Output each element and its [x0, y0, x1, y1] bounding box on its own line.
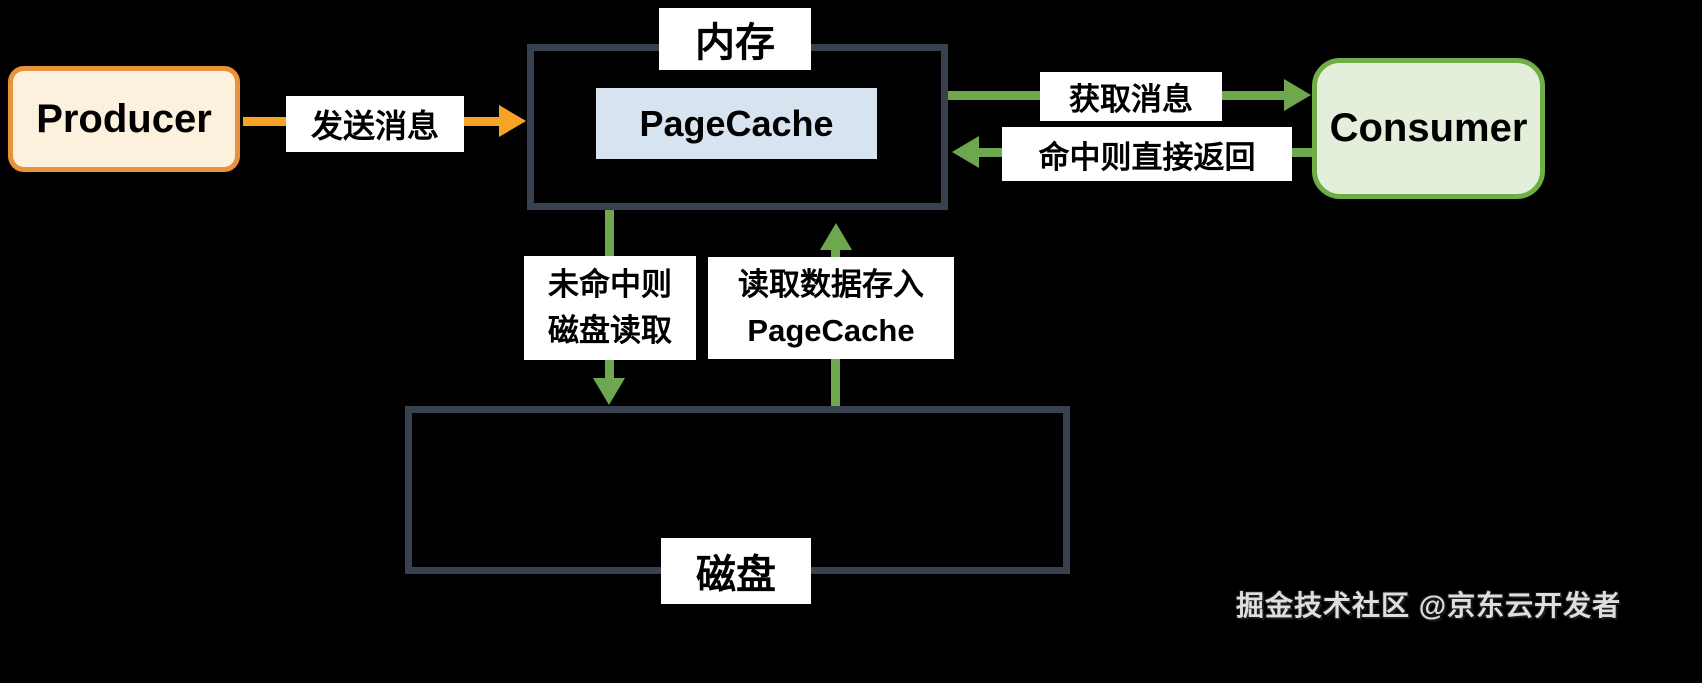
- send-message-label: 发送消息: [286, 96, 464, 152]
- fetch-message-label: 获取消息: [1040, 72, 1222, 121]
- producer-label: Producer: [36, 96, 212, 141]
- watermark-text: 掘金技术社区 @京东云开发者: [1236, 590, 1622, 621]
- hit-return-arrowhead-icon: [952, 136, 979, 168]
- consumer-node: Consumer: [1312, 58, 1545, 199]
- fetch-arrowhead-icon: [1284, 79, 1311, 111]
- miss-read-label: 未命中则 磁盘读取: [524, 256, 696, 360]
- producer-node: Producer: [8, 66, 240, 172]
- miss-read-label-line2: 磁盘读取: [548, 313, 672, 348]
- disk-title-label: 磁盘: [661, 538, 811, 604]
- miss-read-arrowhead-icon: [593, 378, 625, 405]
- pagecache-node: PageCache: [596, 88, 877, 159]
- memory-title-label: 内存: [659, 8, 811, 70]
- store-label-line2: PageCache: [747, 313, 915, 348]
- hit-return-label: 命中则直接返回: [1002, 127, 1292, 181]
- store-label: 读取数据存入 PageCache: [708, 257, 954, 359]
- miss-read-label-line1: 未命中则: [548, 266, 672, 302]
- send-arrowhead-icon: [499, 105, 526, 137]
- consumer-label: Consumer: [1329, 106, 1528, 150]
- store-label-line1: 读取数据存入: [738, 266, 924, 302]
- store-arrowhead-icon: [820, 223, 852, 250]
- pagecache-label: PageCache: [639, 102, 834, 144]
